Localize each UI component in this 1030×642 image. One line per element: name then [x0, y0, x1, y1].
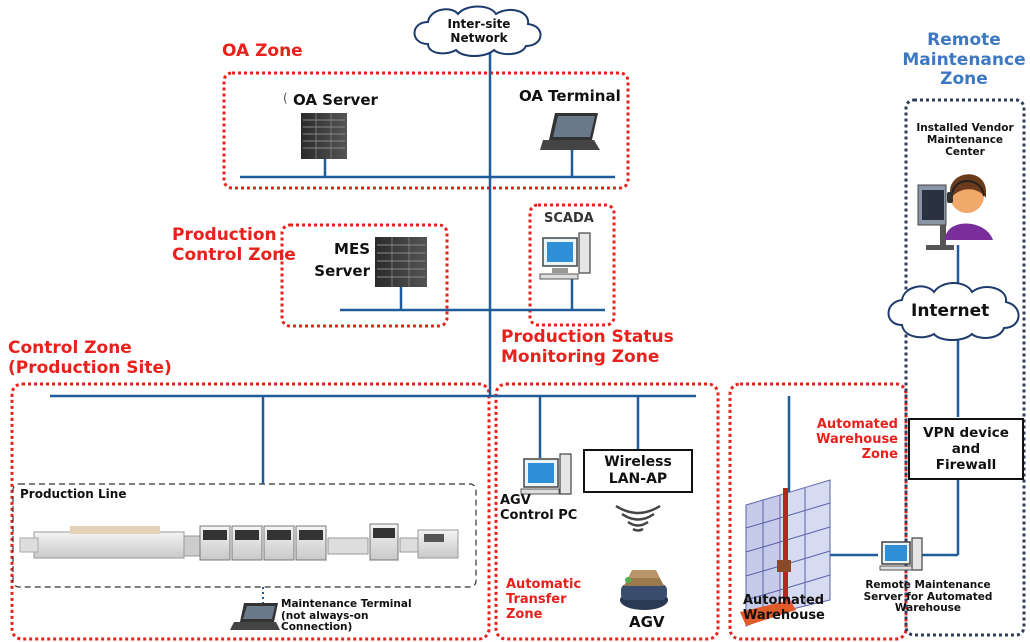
oa-server-icon: [301, 113, 347, 159]
oa-terminal-label: OA Terminal: [519, 87, 621, 105]
scada-pc-icon: [539, 232, 591, 280]
remote-maintenance-zone-title: Remote Maintenance Zone: [902, 30, 1026, 90]
internet-label: Internet: [911, 301, 990, 321]
production-line-machinery: [19, 523, 459, 561]
automatic-transfer-zone-title: Automatic Transfer Zone: [506, 577, 582, 622]
wireless-signal-icon: [615, 504, 661, 532]
oa-zone-title: OA Zone: [222, 41, 303, 61]
mes-server-icon: [375, 237, 427, 287]
remote-maintenance-server-label: Remote Maintenance Server for Automated …: [863, 579, 993, 615]
production-line-border: [12, 483, 477, 588]
agv-robot-icon: [620, 570, 668, 610]
maintenance-terminal-laptop-icon: [230, 603, 280, 630]
vendor-operator-icon: [917, 174, 993, 250]
inter-site-network-cloud-icon: [413, 5, 542, 57]
oa-zone-border: [222, 71, 630, 190]
remote-maintenance-zone-border: [904, 98, 1026, 637]
scada-label: SCADA: [544, 211, 594, 226]
production-status-zone-border: [528, 203, 616, 327]
network-lines: [50, 48, 960, 557]
control-zone-border: [10, 382, 491, 641]
automated-warehouse-label: Automated Warehouse: [743, 593, 825, 623]
automated-warehouse-zone-title: Automated Warehouse Zone: [816, 417, 898, 462]
internet-cloud-icon: [887, 282, 1020, 341]
control-zone-title: Control Zone(Production Site): [8, 338, 172, 378]
maintenance-terminal-label: Maintenance Terminal (not always-on Conn…: [281, 598, 412, 634]
production-line-label: Production Line: [20, 487, 127, 501]
vendor-maintenance-center-label: Installed Vendor Maintenance Center: [916, 122, 1014, 159]
automated-warehouse-zone-border: [728, 382, 908, 641]
remote-maintenance-server-pc-icon: [879, 537, 923, 571]
automated-warehouse-icon: [740, 479, 831, 627]
agv-control-pc-icon: [520, 453, 572, 495]
oa-server-label: OA Server: [293, 91, 378, 109]
production-control-zone-border: [280, 223, 449, 328]
agv-label: AGV: [629, 613, 665, 631]
oa-server-label-prefix: (: [283, 91, 288, 105]
oa-terminal-laptop-icon: [540, 113, 600, 150]
